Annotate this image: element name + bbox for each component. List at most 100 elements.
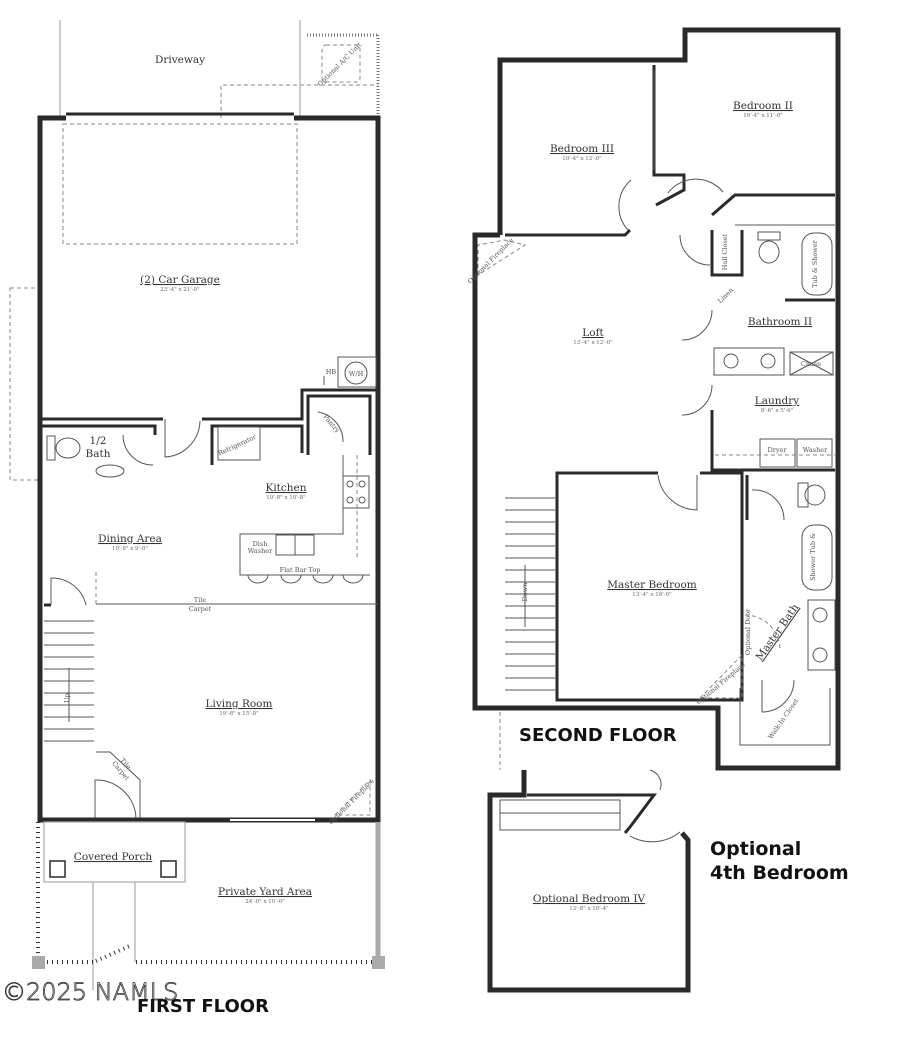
bedroom3-door[interactable] (618, 179, 632, 231)
bedroom4-label: Optional Bedroom IV (533, 893, 646, 905)
tub-shower-label: Tub & Shower (811, 239, 819, 288)
dryer-label: Dryer (768, 446, 788, 454)
half-bath-door[interactable] (122, 434, 154, 466)
loft-dims: 13'-4" x 12'-0" (573, 340, 612, 346)
bathroom2-label: Bathroom II (748, 316, 812, 328)
chase-label: Chase (801, 360, 821, 368)
tub-icon (801, 232, 833, 296)
laundry-wall (710, 410, 835, 472)
first-floor-plan: Driveway Optional A/C Unit (2) Car Garag… (2, 20, 385, 1017)
laundry-door[interactable] (681, 384, 713, 416)
stairs-up-label: Up (63, 693, 71, 703)
hall-closet-door[interactable] (679, 234, 711, 266)
side-yard-dashed (220, 84, 378, 118)
half-bath-label-2: Bath (86, 448, 111, 460)
toilet-room-door[interactable] (751, 489, 785, 521)
double-vanity (807, 599, 836, 671)
water-heater-closet (337, 356, 377, 388)
counter (239, 455, 370, 576)
bedroom2-dims: 10'-4" x 11'-0" (743, 113, 782, 119)
toilet-tank (46, 435, 56, 461)
dishwasher-label-1: Dish (253, 540, 268, 548)
optional-closet-walls (527, 793, 657, 834)
dining-label: Dining Area (98, 533, 162, 545)
optional-bedroom-door[interactable] (629, 831, 681, 843)
watermark: ©2025 NAMLS (2, 978, 178, 1006)
shower-tub-label: Shower Tub & (809, 533, 817, 581)
pantry-door[interactable] (317, 411, 344, 443)
hall-door-swing (649, 769, 662, 791)
kitchen-label: Kitchen (265, 482, 306, 494)
toilet-tank (757, 231, 781, 241)
burner (346, 496, 354, 504)
bathroom2-door[interactable] (681, 309, 713, 341)
bedroom2-label: Bedroom II (733, 100, 793, 112)
second-floor-title: SECOND FLOOR (519, 725, 677, 746)
toilet-icon (758, 240, 780, 264)
closet-shelves (739, 688, 831, 746)
stair-closet-door[interactable] (50, 577, 87, 606)
fence-post (32, 956, 45, 969)
sink-icon (723, 353, 739, 369)
bedroom4-dims: 12'-8" x 10'-4" (569, 906, 608, 912)
kitchen-wall (210, 424, 304, 465)
hose-bib-label: HB (326, 368, 337, 376)
optional-bedroom-plan: Optional Bedroom IV 12'-8" x 10'-4" Opti… (487, 769, 849, 993)
flat-bar-top-label: Flat Bar Top (280, 566, 321, 574)
fireplace-outline (333, 778, 371, 816)
master-bedroom-label: Master Bedroom (607, 579, 697, 591)
dishwasher-label-2: Washer (248, 547, 273, 555)
driveway-label: Driveway (155, 54, 205, 66)
bedroom3-wall (505, 228, 632, 237)
hall-closet-label: Hall Closet (721, 233, 729, 270)
yard-label: Private Yard Area (218, 886, 312, 898)
bedroom2-wall (711, 193, 835, 217)
garage-overhead-door-track (62, 123, 298, 245)
pantry-walls (306, 394, 372, 455)
bedroom2-door[interactable] (667, 178, 724, 194)
dining-dims: 10'-8" x 9'-0" (112, 546, 148, 552)
garage-dims: 23'-4" x 21'-0" (160, 287, 199, 293)
side-dashed-area (9, 287, 41, 481)
loft-label: Loft (582, 327, 604, 339)
sink-icon (812, 647, 828, 663)
stairs-down-label: Down (521, 583, 529, 602)
optional-title-2: 4th Bedroom (710, 862, 849, 884)
chase (789, 351, 834, 376)
dryer (759, 438, 796, 468)
burner (358, 480, 366, 488)
pantry-label: Pantry (322, 413, 342, 435)
optional-bedroom-exterior (487, 770, 691, 993)
front-door[interactable] (94, 779, 137, 819)
sink-icon (812, 607, 828, 623)
yard-gate[interactable] (95, 943, 133, 963)
toilet-icon (804, 484, 826, 506)
second-floor-plan: Bedroom III 10'-4" x 12'-0" Bedroom II 1… (466, 27, 841, 771)
master-fireplace (698, 653, 743, 699)
garage-entry-door[interactable] (164, 419, 201, 458)
garage-wall-right (202, 388, 378, 421)
range-icon (342, 475, 370, 509)
optional-title-1: Optional (710, 838, 801, 860)
fence-post (372, 956, 385, 969)
bar-stools (247, 574, 364, 584)
sink-icon (95, 464, 125, 478)
living-room-dims: 19'-8" x 15'-8" (219, 711, 258, 717)
burner (358, 496, 366, 504)
carpet-label: Carpet (189, 605, 212, 613)
stairs-down (505, 497, 555, 691)
yard-dims: 24'-0" x 10'-0" (245, 899, 284, 905)
hall-closet-walls (710, 230, 744, 277)
burner (346, 480, 354, 488)
walk-in-closet-door[interactable] (761, 679, 795, 713)
water-heater-icon (344, 361, 368, 385)
half-bath-label-1: 1/2 (90, 435, 107, 447)
porch-column (49, 860, 66, 878)
master-bedroom-door[interactable] (657, 474, 698, 511)
entry-tile-boundary (96, 751, 141, 818)
bedroom3-dims: 10'-4" x 12'-0" (562, 156, 601, 162)
garage-label: (2) Car Garage (140, 274, 220, 286)
living-room-label: Living Room (206, 698, 273, 710)
toilet-tank (797, 482, 809, 508)
